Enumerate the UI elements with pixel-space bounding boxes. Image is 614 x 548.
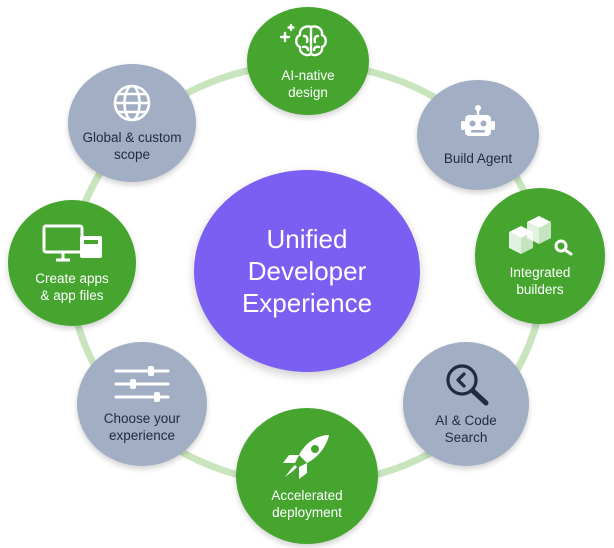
- center-title: Unified Developer Experience: [241, 224, 373, 318]
- globe-icon: [113, 84, 151, 122]
- node-choose-experience: Choose your experience: [77, 342, 207, 466]
- sliders-icon: [114, 366, 170, 402]
- node-ai-code-search: AI & Code Search: [403, 342, 529, 466]
- node-label: Accelerated deployment: [271, 488, 343, 520]
- node-label: Create apps & app files: [35, 271, 109, 303]
- brain-sparkle-icon: [279, 23, 327, 57]
- node-label: Integrated builders: [509, 265, 571, 297]
- node-label: Build Agent: [443, 150, 513, 166]
- node-label: AI-native design: [281, 68, 335, 100]
- node-label: Choose your experience: [103, 411, 181, 443]
- robot-icon: [461, 104, 495, 136]
- center-hub: Unified Developer Experience: [194, 170, 420, 372]
- code-search-icon: [446, 364, 489, 406]
- node-ai-native-design: AI-native design: [247, 7, 369, 115]
- node-label: AI & Code Search: [435, 413, 497, 445]
- node-label: Global & custom scope: [82, 130, 182, 162]
- node-build-agent: Build Agent: [417, 80, 539, 190]
- node-global-scope: Global & custom scope: [68, 64, 196, 182]
- rocket-icon: [283, 435, 329, 479]
- devices-icon: [42, 224, 102, 262]
- node-integrated-builders: Integrated builders: [475, 188, 605, 324]
- node-accelerated-deployment: Accelerated deployment: [236, 408, 378, 544]
- node-create-apps: Create apps & app files: [8, 200, 136, 326]
- cubes-search-icon: [509, 216, 573, 256]
